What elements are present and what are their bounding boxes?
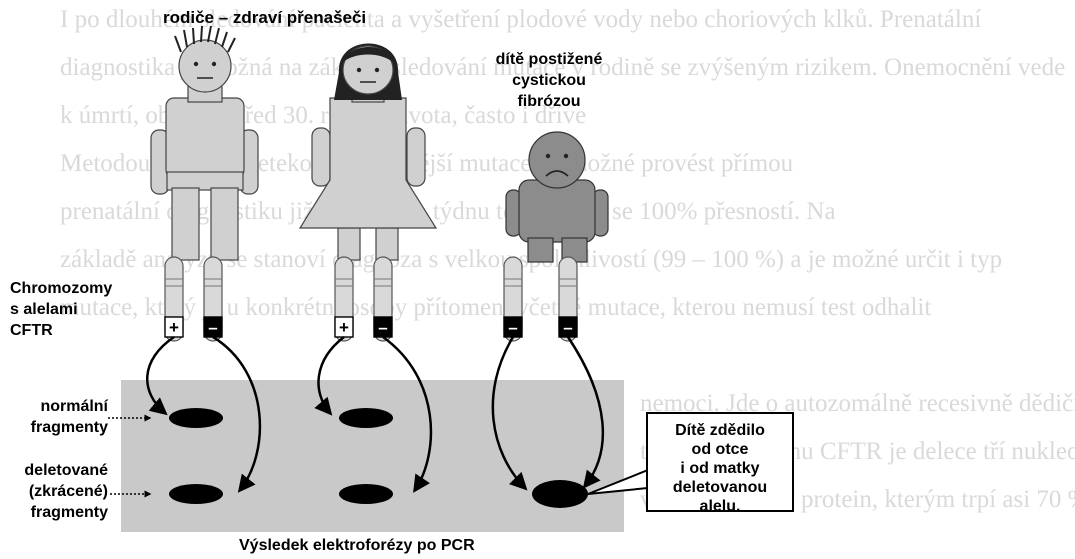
father-allele-symbol: –: [208, 318, 217, 337]
father-chromosome-2: –: [204, 257, 222, 341]
child-chromosome-2: –: [559, 257, 577, 341]
child-allele-symbol: –: [508, 318, 517, 337]
mother-allele-symbol: +: [339, 318, 349, 337]
child-figure: [506, 132, 608, 262]
band-father-deleted: [169, 484, 223, 504]
parents-title: rodiče – zdraví přenašeči: [163, 7, 366, 28]
gel-background: [121, 380, 624, 532]
father-figure: [151, 40, 258, 260]
band-father-normal: [169, 408, 223, 428]
result-caption: Výsledek elektroforézy po PCR: [239, 535, 475, 556]
callout-box: Dítě zdědilo od otce i od matky deletova…: [646, 412, 794, 512]
mother-head: [334, 44, 402, 101]
father-allele-symbol: +: [169, 318, 179, 337]
chromosomes: + – + – – –: [165, 257, 577, 341]
mother-chromosome-2: –: [374, 257, 392, 341]
mother-figure: [300, 84, 436, 260]
mother-chromosome-1: +: [335, 257, 353, 341]
chromosomes-label: Chromozomy s alelami CFTR: [10, 278, 112, 341]
father-chromosome-1: +: [165, 257, 183, 341]
mother-allele-symbol: –: [378, 318, 387, 337]
band-mother-normal: [339, 408, 393, 428]
child-allele-symbol: –: [563, 318, 572, 337]
deleted-fragments-label: deletované (zkrácené) fragmenty: [4, 460, 108, 523]
normal-fragments-label: normální fragmenty: [22, 396, 108, 438]
band-child-deleted: [532, 480, 588, 508]
child-chromosome-1: –: [504, 257, 522, 341]
band-mother-deleted: [339, 484, 393, 504]
child-title: dítě postižené cystickou fibrózou: [494, 49, 604, 112]
